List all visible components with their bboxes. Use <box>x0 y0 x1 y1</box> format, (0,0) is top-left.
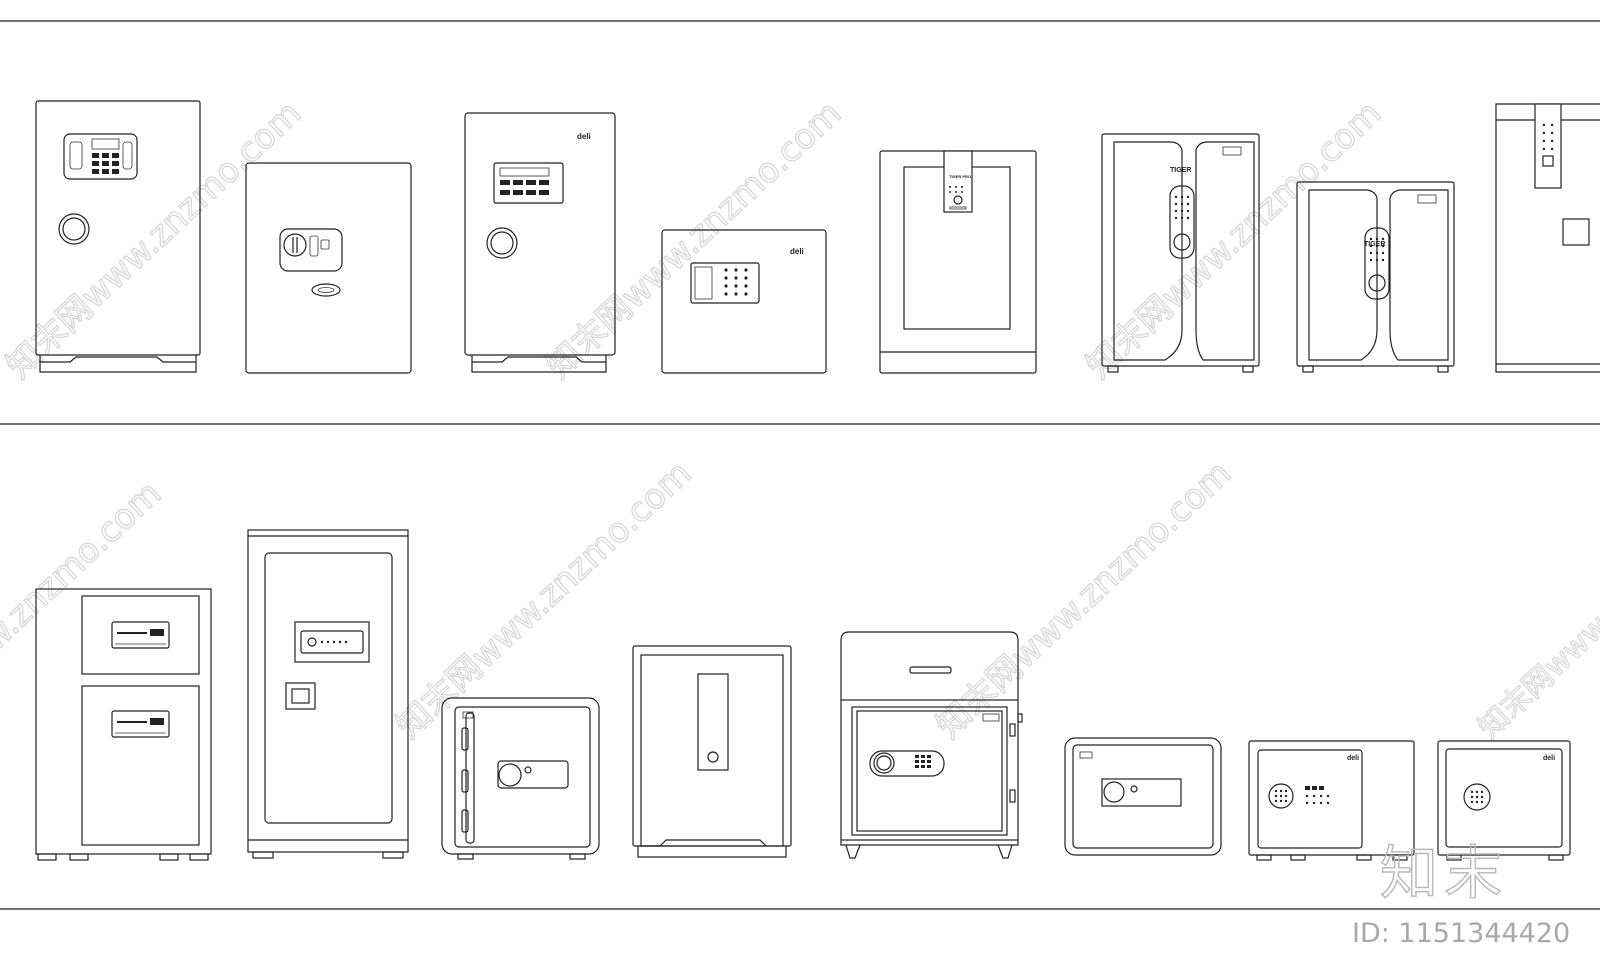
watermark-7: 知末网www.znzmo.com <box>1472 487 1600 746</box>
brand-label: TIGER <box>1364 241 1385 248</box>
safe-13-drawer <box>840 631 1023 859</box>
watermark-6: 知末网www.znzmo.com <box>929 453 1239 746</box>
svg-text:TIGER PRO: TIGER PRO <box>949 174 971 179</box>
safe-1 <box>35 100 201 373</box>
safe-2 <box>245 162 412 374</box>
safe-16-deli: deli <box>1437 740 1571 861</box>
watermark-1: 知末网www.znzmo.com <box>0 93 309 386</box>
watermark-3: 知末网www.znzmo.com <box>1079 93 1389 386</box>
brand-label: deli <box>1543 755 1555 762</box>
safe-4-deli: deli <box>661 229 827 374</box>
safe-10-tall <box>247 529 409 859</box>
watermark-5: 知末网www.znzmo.com <box>389 453 699 746</box>
safe-3-deli: deli <box>464 112 616 373</box>
safe-8-partial <box>1495 103 1600 373</box>
watermarks: 知末网www.znzmo.com 知末网www.znzmo.com 知末网www… <box>0 93 1600 768</box>
brand-label: deli <box>1347 755 1359 762</box>
safe-5: TIGER PRO <box>879 150 1037 374</box>
image-id-label: ID: 1151344420 <box>1352 918 1571 949</box>
safe-9-double <box>35 588 212 861</box>
safe-15-deli: deli <box>1248 740 1415 861</box>
safe-11-rounded <box>441 697 600 860</box>
safe-12-slot <box>632 645 792 858</box>
brand-label: TIGER <box>1170 167 1191 174</box>
safe-7-tiger: TIGER <box>1296 181 1455 373</box>
frame-lines <box>0 20 1600 910</box>
brand-label: deli <box>790 247 804 256</box>
znzmo-logo: 知末 <box>1379 838 1509 907</box>
safe-14-small <box>1064 737 1222 856</box>
safe-6-tiger: TIGER <box>1101 133 1260 373</box>
brand-label: deli <box>577 132 591 141</box>
